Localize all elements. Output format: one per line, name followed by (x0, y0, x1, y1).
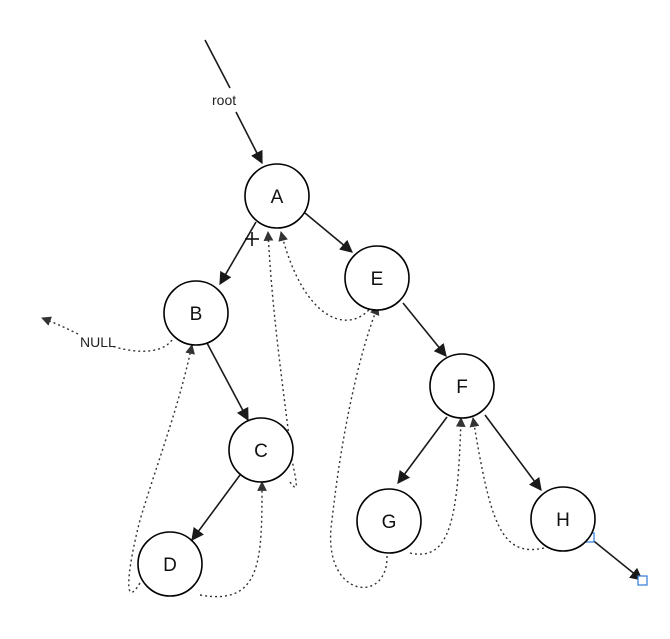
connector-handle-end[interactable] (637, 575, 648, 586)
crosshair-cursor-icon (245, 232, 259, 246)
thread-b-null (111, 339, 173, 352)
thread-h-f (469, 417, 545, 551)
edge-b-c (206, 342, 249, 422)
null-label: NULL (80, 334, 116, 350)
node-d[interactable]: D (137, 531, 203, 597)
node-g-label: G (382, 512, 397, 533)
node-c-label: C (254, 441, 268, 462)
edge-f-g (397, 416, 448, 485)
node-b[interactable]: B (163, 280, 229, 346)
node-d-label: D (163, 555, 177, 576)
thread-d-c (199, 481, 267, 598)
edge-a-e (304, 212, 353, 253)
node-b-label: B (190, 304, 203, 325)
selected-connector[interactable] (589, 537, 643, 581)
thread-null-arrow (41, 316, 79, 335)
thread-c-a (263, 231, 297, 488)
edge-a-b (219, 221, 257, 286)
node-a-label: A (271, 187, 284, 208)
root-pointer-line (204, 39, 231, 89)
edge-f-h (484, 414, 542, 492)
edge-e-f (402, 302, 447, 357)
node-g[interactable]: G (356, 488, 422, 554)
root-pointer-arrow (235, 111, 263, 165)
node-e[interactable]: E (344, 245, 410, 311)
thread-d-b (128, 344, 195, 593)
node-e-label: E (371, 269, 384, 290)
node-h[interactable]: H (530, 486, 596, 552)
node-a[interactable]: A (244, 163, 310, 229)
node-c[interactable]: C (228, 417, 294, 483)
node-f-label: F (456, 377, 468, 398)
node-f[interactable]: F (429, 353, 495, 419)
node-h-label: H (556, 510, 570, 531)
edge-c-d (191, 474, 241, 542)
root-label: root (212, 92, 236, 108)
thread-e-a (278, 231, 373, 321)
